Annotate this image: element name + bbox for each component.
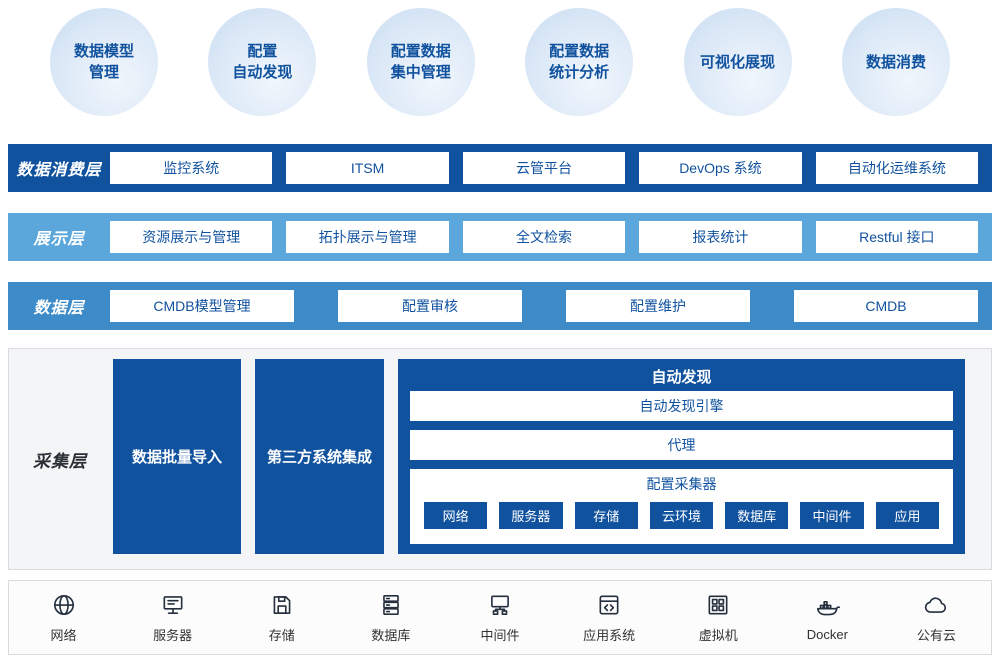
vm-icon: [705, 592, 731, 621]
database-icon: [378, 592, 404, 621]
auto-discovery-title: 自动发现: [651, 369, 712, 386]
middleware-icon: [487, 592, 513, 621]
layer-item: ITSM: [286, 152, 449, 184]
server-icon: [160, 592, 186, 621]
layer-item: 配置维护: [566, 290, 750, 322]
feature-bubble-visualization: 可视化展现: [683, 8, 792, 116]
layer-data-consumption: 数据消费层 监控系统 ITSM 云管平台 DevOps 系统 自动化运维系统: [8, 144, 992, 192]
resource-label: 公有云: [916, 627, 956, 643]
collector-item: 网络: [424, 502, 488, 529]
collector-item: 数据库: [725, 502, 789, 529]
layer-item: CMDB: [794, 290, 978, 322]
resource-label: 应用系统: [583, 627, 636, 643]
layer-items: 监控系统 ITSM 云管平台 DevOps 系统 自动化运维系统: [110, 152, 979, 184]
resource-public-cloud: 公有云: [882, 592, 991, 644]
bubble-text: 管理: [88, 64, 119, 81]
bubble-text: 配置数据: [549, 43, 610, 60]
layer-label: 展示层: [33, 231, 85, 248]
collector-item: 中间件: [800, 502, 864, 529]
layer-item: 报表统计: [639, 221, 802, 253]
layer-data: 数据层 CMDB模型管理 配置审核 配置维护 CMDB: [8, 282, 992, 330]
layer-item: 资源展示与管理: [110, 221, 273, 253]
agent-row: 代理: [410, 430, 953, 460]
layer-item: 全文检索: [462, 221, 626, 253]
bubble-text: 可视化展现: [700, 53, 776, 71]
resource-label: 服务器: [153, 627, 193, 643]
resource-server: 服务器: [118, 592, 227, 644]
resource-storage: 存储: [227, 592, 336, 644]
feature-bubble-data-consumption: 数据消费: [841, 8, 950, 116]
resource-middleware: 中间件: [445, 592, 554, 644]
resource-label: 中间件: [480, 627, 520, 643]
resource-label: Docker: [806, 626, 848, 642]
block-bulk-import: 数据批量导入: [113, 359, 241, 554]
bubble-text: 数据模型: [73, 43, 134, 60]
layer-collection: 采集层 数据批量导入 第三方系统集成 自动发现 自动发现引擎 代理 配置采集器 …: [8, 348, 992, 570]
layer-label: 数据层: [33, 300, 85, 317]
config-collector-panel: 配置采集器 网络 服务器 存储 云环境 数据库 中间件 应用: [410, 469, 953, 544]
layer-item: 自动化运维系统: [815, 152, 979, 184]
block-third-party-integration: 第三方系统集成: [255, 359, 384, 554]
resource-vm: 虚拟机: [664, 592, 773, 644]
feature-bubble-central-mgmt: 配置数据 集中管理: [366, 8, 475, 116]
collector-item: 存储: [574, 502, 638, 529]
bubble-text: 自动发现: [232, 64, 293, 81]
bubble-text: 配置数据: [390, 43, 451, 60]
layer-items: 资源展示与管理 拓扑展示与管理 全文检索 报表统计 Restful 接口: [110, 221, 979, 253]
layer-item: Restful 接口: [815, 221, 979, 253]
resource-network: 网络: [9, 592, 118, 644]
resource-app-system: 应用系统: [555, 592, 664, 644]
discovery-engine-row: 自动发现引擎: [410, 391, 953, 421]
layer-label: 数据消费层: [16, 162, 102, 179]
collector-item: 云环境: [649, 502, 714, 529]
bubble-text: 统计分析: [549, 64, 610, 81]
resource-database: 数据库: [336, 592, 445, 644]
resource-label: 存储: [268, 627, 295, 643]
layer-item: DevOps 系统: [639, 152, 802, 184]
layer-item: 配置审核: [338, 290, 522, 322]
auto-discovery-panel: 自动发现 自动发现引擎 代理 配置采集器 网络 服务器 存储 云环境 数据库 中…: [398, 359, 965, 554]
layer-item: 云管平台: [462, 152, 626, 184]
layer-label: 采集层: [33, 451, 87, 471]
resources-strip: 网络 服务器 存储 数据库 中间件: [8, 580, 992, 655]
collector-item: 应用: [875, 502, 939, 529]
feature-bubble-auto-discovery: 配置 自动发现: [208, 8, 317, 116]
layer-item: CMDB模型管理: [110, 290, 294, 322]
cloud-icon: [923, 592, 949, 621]
feature-bubble-data-model: 数据模型 管理: [50, 8, 158, 116]
feature-bubbles-row: 数据模型 管理 配置 自动发现 配置数据 集中管理 配置数据 统计分析 可视化展…: [0, 8, 1000, 116]
config-collector-items: 网络 服务器 存储 云环境 数据库 中间件 应用: [418, 496, 945, 535]
storage-icon: [269, 592, 295, 621]
bubble-text: 数据消费: [865, 53, 926, 71]
network-icon: [51, 592, 77, 621]
collector-item: 服务器: [499, 502, 563, 529]
config-collector-title: 配置采集器: [646, 476, 717, 492]
resource-label: 网络: [50, 627, 77, 643]
docker-icon: [814, 594, 841, 623]
resource-label: 虚拟机: [698, 627, 738, 643]
resource-label: 数据库: [371, 627, 411, 643]
app-system-icon: [596, 592, 622, 621]
layer-item: 监控系统: [110, 152, 273, 184]
layer-items: CMDB模型管理 配置审核 配置维护 CMDB: [110, 290, 978, 322]
feature-bubble-stats-analysis: 配置数据 统计分析: [525, 8, 634, 116]
bubble-text: 配置: [247, 43, 278, 60]
bubble-text: 集中管理: [390, 64, 451, 81]
resource-docker: Docker: [773, 594, 882, 642]
layer-item: 拓扑展示与管理: [286, 221, 449, 253]
layer-display: 展示层 资源展示与管理 拓扑展示与管理 全文检索 报表统计 Restful 接口: [8, 213, 992, 261]
